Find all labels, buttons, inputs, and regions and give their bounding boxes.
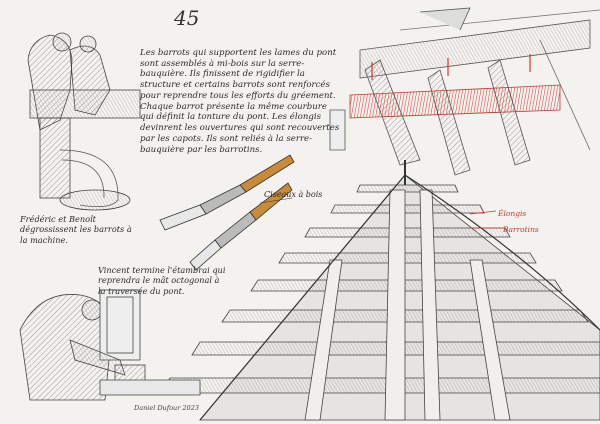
chisels-sketch (159, 154, 295, 271)
worker-at-bench-sketch (19, 289, 201, 401)
main-description: Les barrots qui supportent les lames du … (140, 48, 340, 155)
frame-detail-sketch (329, 7, 600, 176)
artist-signature: Daniel Dufour 2023 (134, 404, 199, 412)
caption-workers: Frédéric et Benoît dégrossissent les bar… (20, 214, 132, 245)
caption-vincent: Vincent termine l'étambrai qui reprendra… (98, 265, 226, 296)
page-number: 45 (174, 6, 200, 30)
label-elongis: Élongis (498, 209, 527, 218)
workers-at-machine-sketch (27, 32, 141, 211)
caption-chisels: Ciseaux à bois (264, 190, 323, 199)
label-barrotins: Barrotins (503, 225, 539, 234)
deck-framing-drawing (159, 160, 600, 421)
